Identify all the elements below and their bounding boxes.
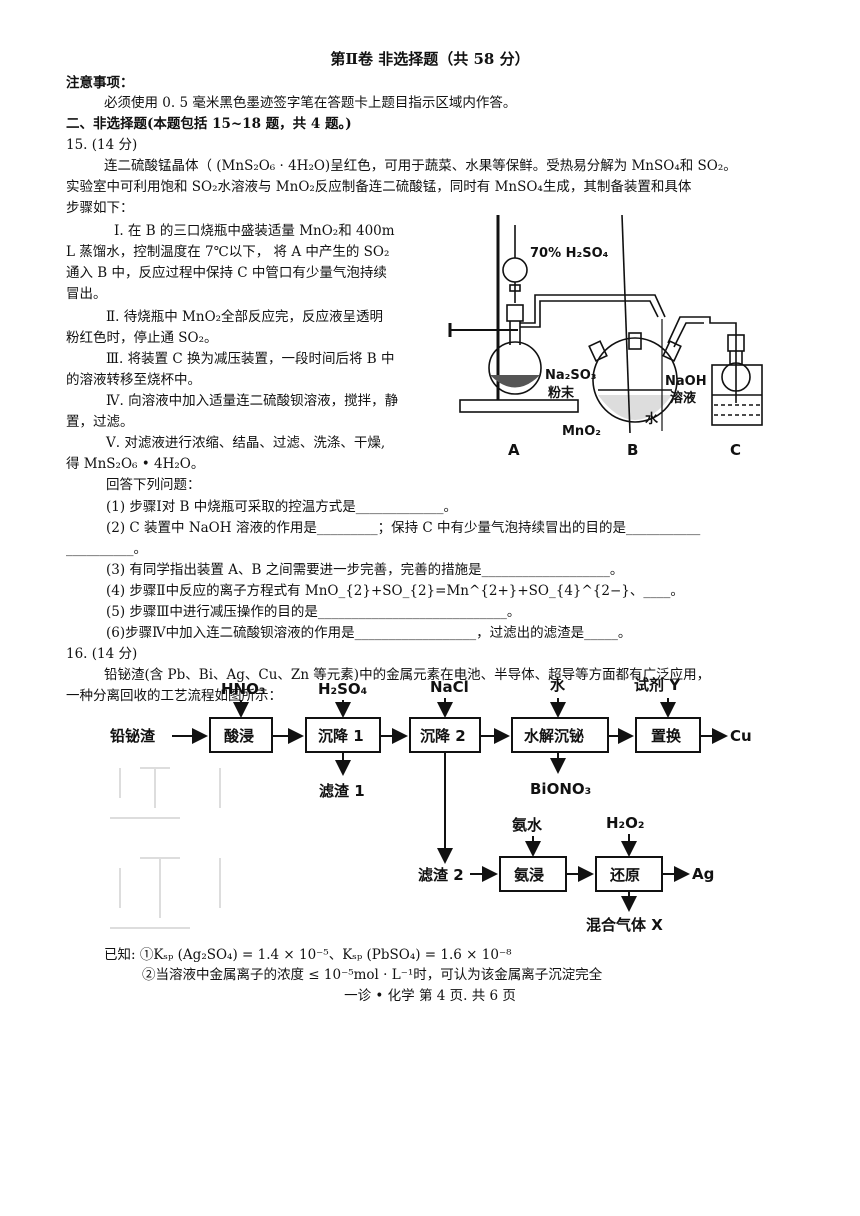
q15-step5-b: 得 MnS₂O₆ • 4H₂O。 [66,456,205,472]
replace-label: 置换 [651,727,682,745]
biono3-label: BiONO₃ [530,780,591,798]
part2-heading: 二、非选择题(本题包括 15~18 题，共 4 题。) [66,116,352,132]
q15-step3-b: 的溶液转移至烧杯中。 [66,372,201,388]
solution-label: 溶液 [670,390,696,406]
page-footer: 一诊 • 化学 第 4 页. 共 6 页 [344,988,516,1004]
q15-sub2-b: __________。 [66,541,147,557]
apparatus-diagram: 70% H₂SO₄ Na₂SO₃ 粉末 NaOH 溶液 水 MnO₂ A B C [448,214,763,459]
known-2: ②当溶液中金属离子的浓度 ≤ 10⁻⁵mol · L⁻¹时，可认为该金属离子沉淀… [142,967,603,983]
q15-step4-b: 置，过滤。 [66,414,134,430]
hno3-label: HNO₃ [221,680,265,698]
ammonia-leach-label: 氨浸 [514,866,544,884]
q15-sub3: (3) 有同学指出装置 A、B 之间需要进一步完善，完善的措施是________… [106,562,624,578]
label-b: B [627,441,638,459]
ag-label: Ag [692,865,714,883]
apparatus-b [588,214,737,434]
acid-leach-label: 酸浸 [224,727,254,745]
q16-intro-1: 铅铋渣(含 Pb、Bi、Ag、Cu、Zn 等元素)中的金属元素在电池、半导体、超… [104,667,711,683]
q15-step5-a: Ⅴ. 对滤液进行浓缩、结晶、过滤、洗涤、干燥, [106,435,386,451]
q15-step2-a: Ⅱ. 待烧瓶中 MnO₂全部反应完，反应液呈透明 [106,309,384,325]
reduce-label: 还原 [609,866,640,884]
q15-sub1: (1) 步骤Ⅰ对 B 中烧瓶可采取的控温方式是_____________。 [106,499,457,515]
q15-intro-2: 实验室中可利用饱和 SO₂水溶液与 MnO₂反应制备连二硫酸锰，同时有 MnSO… [66,179,692,195]
hydrolysis-label: 水解沉铋 [524,727,584,745]
q15-sub4: (4) 步骤Ⅱ中反应的离子方程式有 MnO_{2}+SO_{2}=Mn^{2+}… [106,583,684,599]
reduce-box [595,856,663,892]
process-flowchart: 铅铋渣 酸浸 HNO₃ 沉降 1 H₂SO₄ 滤渣 1 沉降 2 NaCl 水解… [110,676,752,934]
q15-sub5: (5) 步骤Ⅲ中进行减压操作的目的是______________________… [106,604,521,620]
q15-step2-b: 粉红色时，停止通 SO₂。 [66,330,218,346]
naoh-label: NaOH [665,374,707,389]
q15-sub2-a: (2) C 装置中 NaOH 溶液的作用是_________；保持 C 中有少量… [106,520,701,536]
q16-number: 16. (14 分) [66,646,138,662]
acid-label: 70% H₂SO₄ [530,246,609,261]
q15-intro-3: 步骤如下： [66,200,134,216]
q15-number: 15. (14 分) [66,137,138,153]
acid-leach-box [209,717,273,753]
ammonia-label: 氨水 [512,816,543,834]
mno2-label: MnO₂ [562,424,601,439]
label-c: C [730,441,741,459]
apparatus-a [448,215,666,413]
h2so4-label: H₂SO₄ [318,680,367,698]
h2o2-label: H₂O₂ [606,814,644,832]
gas-x-label: 混合气体 X [586,916,663,934]
water-input-label: 水 [550,676,566,694]
q15-step1-a: Ⅰ. 在 B 的三口烧瓶中盛装适量 MnO₂和 400m [114,223,395,239]
water-label: 水 [645,411,659,427]
powder-label: 粉末 [548,385,575,401]
apparatus-c [711,334,763,426]
section-title: 第Ⅱ卷 非选择题（共 58 分） [330,50,530,68]
faded-scan-marks [110,767,221,929]
q15-step1-b: L 蒸馏水，控制温度在 7℃以下， 将 A 中产生的 SO₂ [66,244,390,260]
precip2-box [409,717,481,753]
label-a: A [508,441,520,459]
q15-step3-a: Ⅲ. 将装置 C 换为减压装置，一段时间后将 B 中 [106,351,395,367]
precip1-label: 沉降 1 [318,727,364,745]
residue1-label: 滤渣 1 [319,782,365,800]
start-material: 铅铋渣 [110,727,156,745]
q15-intro-1: 连二硫酸锰晶体（ (MnS₂O₆ · 4H₂O)呈红色，可用于蔬菜、水果等保鲜。… [104,158,737,174]
reagent-y-label: 试剂 Y [634,676,681,694]
q16-intro-2: 一种分离回收的工艺流程如图所示： [66,688,282,704]
cu-label: Cu [730,727,752,745]
q15-step4-a: Ⅳ. 向溶液中加入适量连二硫酸钡溶液，搅拌，静 [106,393,399,409]
residue2-label: 滤渣 2 [418,866,464,884]
q15-answer-prompt: 回答下列问题： [106,477,201,493]
precip2-label: 沉降 2 [420,727,466,745]
nacl-label: NaCl [430,678,469,696]
na2so3-label: Na₂SO₃ [545,368,596,383]
notice-text: 必须使用 0. 5 毫米黑色墨迹签字笔在答题卡上题目指示区域内作答。 [104,95,517,111]
notice-heading: 注意事项： [66,75,134,91]
q15-step1-d: 冒出。 [66,286,107,302]
q15-sub6: (6)步骤Ⅳ中加入连二硫酸钡溶液的作用是__________________，过… [106,625,632,641]
known-1: 已知: ①Kₛₚ (Ag₂SO₄) = 1.4 × 10⁻⁵、Kₛₚ (PbSO… [104,947,512,963]
q15-step1-c: 通入 B 中，反应过程中保持 C 中管口有少量气泡持续 [66,265,387,281]
